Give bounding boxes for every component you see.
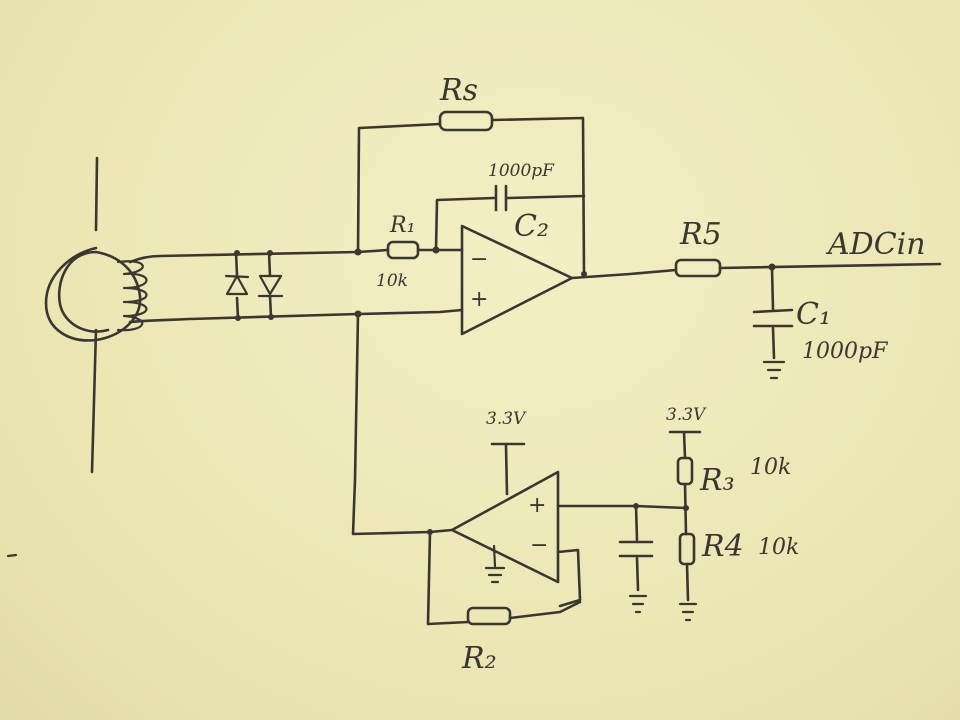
bias-wire <box>351 312 454 536</box>
junction <box>268 314 274 320</box>
capacitor-c2 <box>494 184 508 212</box>
label-vcc-divider: 3.3V <box>666 405 707 425</box>
u2-feedback-wire <box>426 530 582 626</box>
junction <box>427 529 433 535</box>
label-r1-value: 10k <box>376 271 408 291</box>
resistor-r5 <box>674 258 722 278</box>
diode-d2 <box>257 250 284 319</box>
label-rs: Rs <box>439 73 478 108</box>
ground-icon <box>678 602 698 622</box>
primary-conductor <box>90 156 99 474</box>
label-c2-value: 1000pF <box>488 161 555 181</box>
label-vcc-opamp: 3.3V <box>486 409 527 429</box>
stray-mark <box>6 553 18 558</box>
junction <box>432 246 440 254</box>
label-r2: R₂ <box>461 641 497 676</box>
resistor-r4 <box>678 532 696 566</box>
label-r3: R₃ <box>699 463 735 498</box>
r4-ground-wire <box>685 562 690 602</box>
resistor-rs <box>438 110 494 132</box>
diode-d1 <box>224 250 250 320</box>
u1-noninverting-sign: + <box>470 287 488 312</box>
u2-noninverting-sign: + <box>528 493 546 518</box>
label-c1: C₁ <box>796 297 831 332</box>
resistor-r2 <box>466 606 512 626</box>
junction <box>581 271 587 277</box>
label-r1: R₁ <box>389 213 415 238</box>
junction <box>354 248 362 256</box>
u2-inverting-sign: − <box>530 533 548 558</box>
c2-wire <box>434 194 586 252</box>
label-c1-value: 1000pF <box>802 339 888 364</box>
feedback-wire <box>356 116 586 275</box>
u1-inverting-sign: − <box>470 247 488 272</box>
capacitor-c1 <box>752 265 794 380</box>
ground-icon <box>762 360 786 380</box>
resistor-r1 <box>386 240 420 260</box>
input-wire-bottom <box>128 308 464 324</box>
junction <box>234 250 240 256</box>
divider-supply <box>668 430 702 460</box>
input-wire-top <box>128 248 390 264</box>
label-c2: C₂ <box>514 209 549 244</box>
label-r4-value: 10k <box>758 535 799 560</box>
resistor-r3 <box>676 456 694 486</box>
divider-wire <box>556 504 688 510</box>
opamp-u2: + − <box>450 470 560 584</box>
label-r4: R4 <box>701 529 744 564</box>
junction <box>683 505 689 511</box>
u2-supply <box>490 442 526 496</box>
opamp-u1: − + <box>460 224 574 336</box>
junction <box>267 250 273 256</box>
label-r3-value: 10k <box>750 455 791 480</box>
u2-ground <box>484 544 506 584</box>
capacitor-c3 <box>618 504 654 614</box>
transformer-core <box>44 246 142 342</box>
current-transformer <box>44 156 148 474</box>
label-r5: R5 <box>679 217 722 252</box>
junction <box>235 315 241 321</box>
label-adc-in: ADCin <box>825 227 926 262</box>
junction <box>354 310 362 318</box>
secondary-winding <box>116 260 148 332</box>
ground-icon <box>628 594 648 614</box>
output-wire <box>570 262 942 280</box>
